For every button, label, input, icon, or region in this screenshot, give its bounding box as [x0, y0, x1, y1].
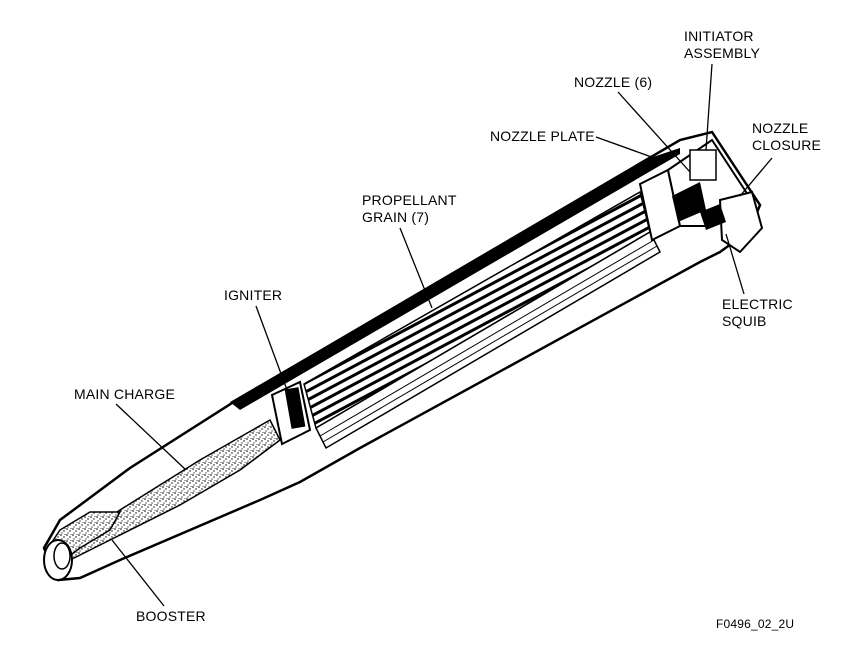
label-propellant-grain: PROPELLANT GRAIN (7) — [362, 192, 457, 226]
label-nozzle-closure: NOZZLE CLOSURE — [752, 120, 821, 154]
label-booster-text: BOOSTER — [136, 608, 206, 624]
leader-booster — [111, 539, 165, 607]
main-charge-fill — [58, 418, 281, 561]
label-propellant-line1: PROPELLANT — [362, 192, 457, 208]
grain-line-2 — [322, 245, 658, 443]
leader-propellant — [399, 227, 433, 309]
label-closure-line2: CLOSURE — [752, 137, 822, 153]
leader-main-charge — [115, 403, 187, 471]
squib-detail — [700, 204, 726, 230]
label-closure-line1: NOZZLE — [752, 120, 809, 136]
aft-closure — [718, 190, 764, 254]
nose-tip — [43, 539, 73, 581]
body-upper-edge — [230, 148, 680, 410]
grain-line-1 — [319, 239, 655, 437]
label-initiator-assembly: INITIATOR ASSEMBLY — [684, 28, 760, 62]
label-initiator-line1: INITIATOR — [684, 28, 754, 44]
leader-igniter — [255, 305, 291, 399]
label-main-charge: MAIN CHARGE — [74, 386, 175, 403]
figure-id: F0496_02_2U — [716, 616, 794, 633]
figure-id-text: F0496_02_2U — [716, 617, 795, 631]
leader-nozzle-closure — [739, 157, 773, 197]
label-nozzle-plate-text: NOZZLE PLATE — [490, 128, 595, 144]
label-nozzle-text: NOZZLE (6) — [574, 74, 653, 90]
leader-initiator — [705, 63, 713, 151]
label-igniter-text: IGNITER — [224, 287, 283, 303]
label-propellant-line2: GRAIN (7) — [362, 209, 430, 225]
label-initiator-line2: ASSEMBLY — [684, 45, 761, 61]
label-squib-line1: ELECTRIC — [722, 296, 793, 312]
label-booster: BOOSTER — [136, 608, 206, 625]
leader-nozzle-plate — [595, 136, 661, 161]
nozzle-detail — [672, 182, 706, 222]
leader-nozzle — [617, 91, 691, 173]
label-squib-line2: SQUIB — [722, 313, 767, 329]
label-nozzle-plate: NOZZLE PLATE — [490, 128, 595, 145]
label-nozzle: NOZZLE (6) — [574, 74, 652, 91]
leader-squib — [725, 233, 745, 295]
initiator-assembly-block — [689, 149, 717, 181]
nose-tip-inner — [53, 542, 71, 570]
label-igniter: IGNITER — [224, 287, 282, 304]
label-electric-squib: ELECTRIC SQUIB — [722, 296, 793, 330]
label-main-charge-text: MAIN CHARGE — [74, 386, 175, 402]
grain-tube-lower — [315, 230, 661, 450]
